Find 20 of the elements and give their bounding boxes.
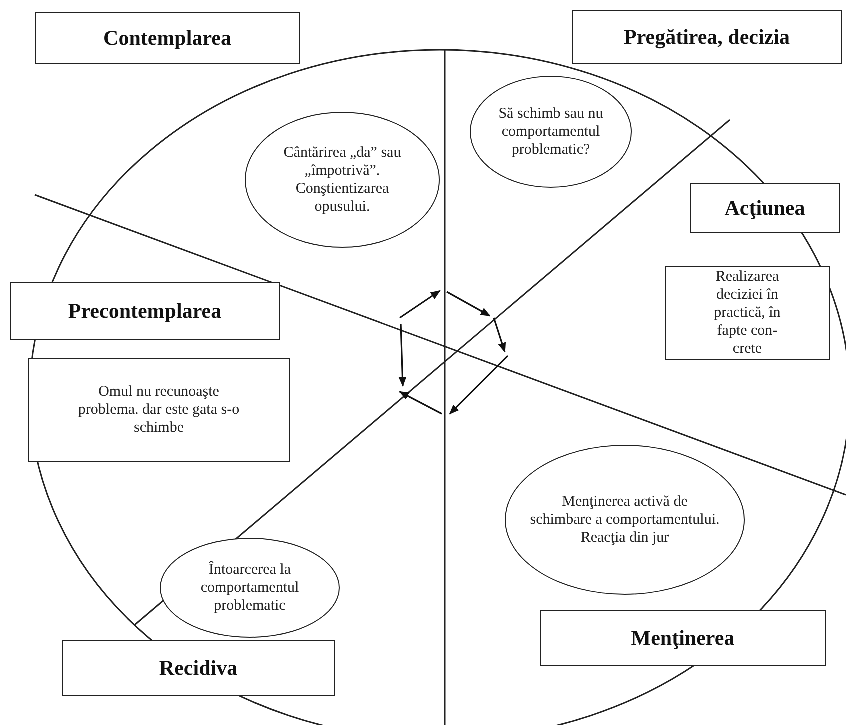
stage-label-box (540, 610, 826, 666)
stage-label-box (690, 183, 840, 233)
node-text: Precontemplarea (68, 298, 222, 324)
description-box (665, 266, 830, 360)
node-text: Întoarcerea la comportamentul problematic (200, 561, 300, 615)
node-text: Să schimb sau nu comportamentul problematic? (498, 105, 604, 159)
node-text: Acţiunea (724, 196, 806, 220)
stage-label-box (35, 12, 300, 64)
node-text: Contemplarea (104, 26, 232, 50)
stage-label-box (62, 640, 335, 696)
node-text: Recidiva (159, 656, 238, 680)
node-text: Omul nu recunoaşte problema. dar este gata s-o schimbe (77, 383, 241, 437)
stage-label-box (10, 282, 280, 340)
stage-label-box (572, 10, 842, 64)
node-text: Realizarea deciziei în practică, în fapte con- crete (713, 268, 782, 358)
node-text: Pregătirea, decizia (624, 24, 790, 50)
description-box (28, 358, 290, 462)
node-text: Menţinerea (631, 626, 735, 650)
node-text: Cântărirea „da” sau „împotrivă”. Conştientizarea opusului. (282, 144, 402, 216)
node-text: Menţinerea activă de schimbare a comportamentului. Reacţia din jur (530, 493, 720, 547)
